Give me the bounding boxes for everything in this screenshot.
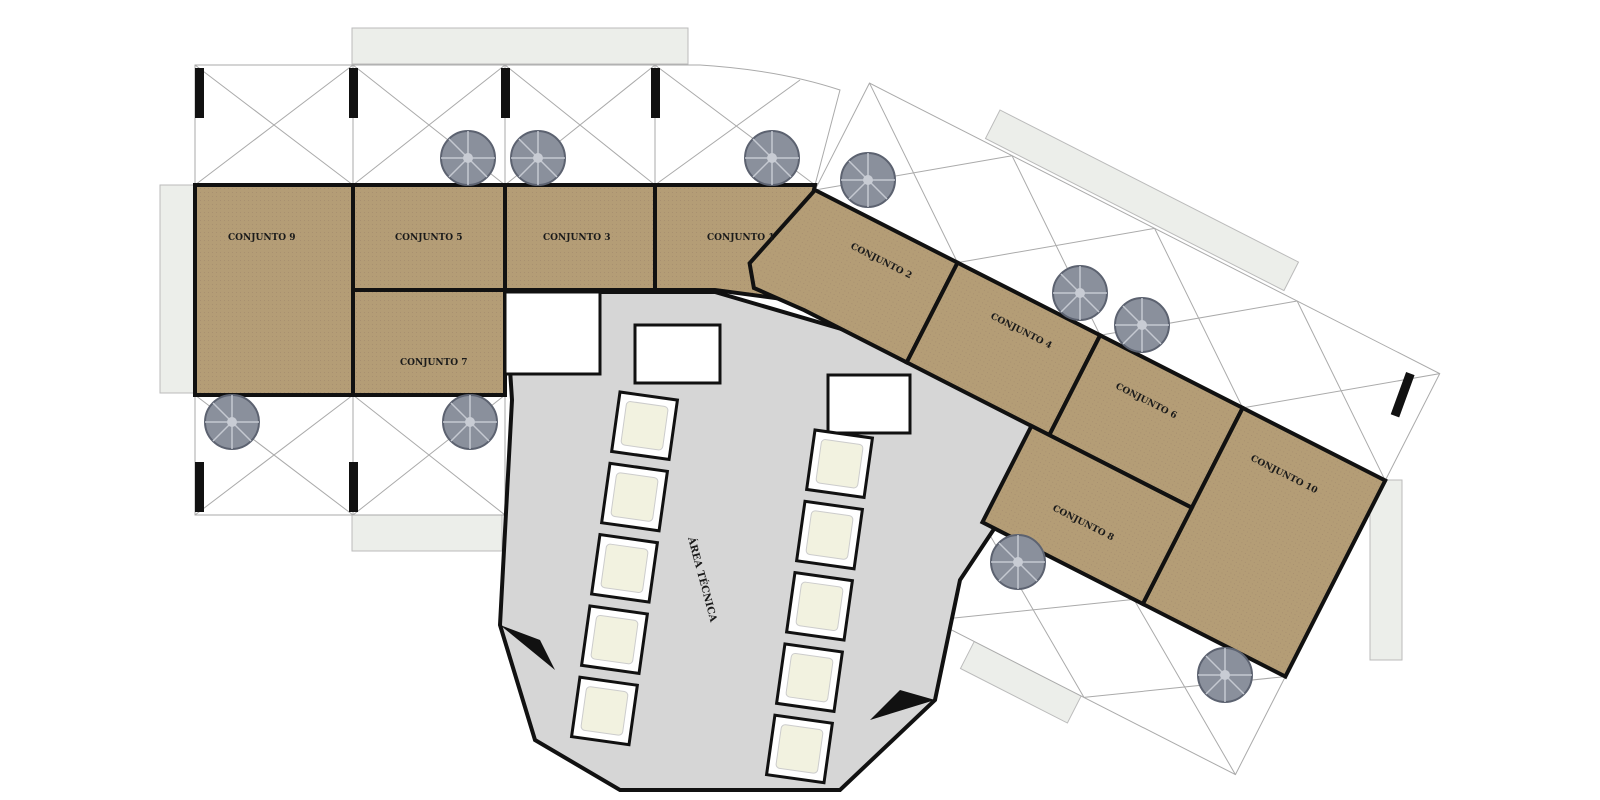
balconies — [159, 27, 1403, 724]
label-conjunto-1: CONJUNTO 1 — [707, 233, 775, 243]
unit-conjunto-7 — [351, 288, 507, 397]
label-conjunto-5: CONJUNTO 5 — [395, 233, 463, 243]
columns — [195, 68, 1415, 512]
label-conjunto-7: CONJUNTO 7 — [400, 358, 468, 368]
unit-conjunto-5 — [351, 183, 507, 292]
label-conjunto-3: CONJUNTO 3 — [543, 233, 611, 243]
units — [193, 183, 1388, 680]
unit-conjunto-9 — [193, 183, 355, 397]
terraces — [194, 64, 1441, 776]
label-conjunto-9: CONJUNTO 9 — [228, 233, 296, 243]
shafts — [503, 290, 912, 435]
unit-conjunto-8 — [979, 423, 1195, 607]
